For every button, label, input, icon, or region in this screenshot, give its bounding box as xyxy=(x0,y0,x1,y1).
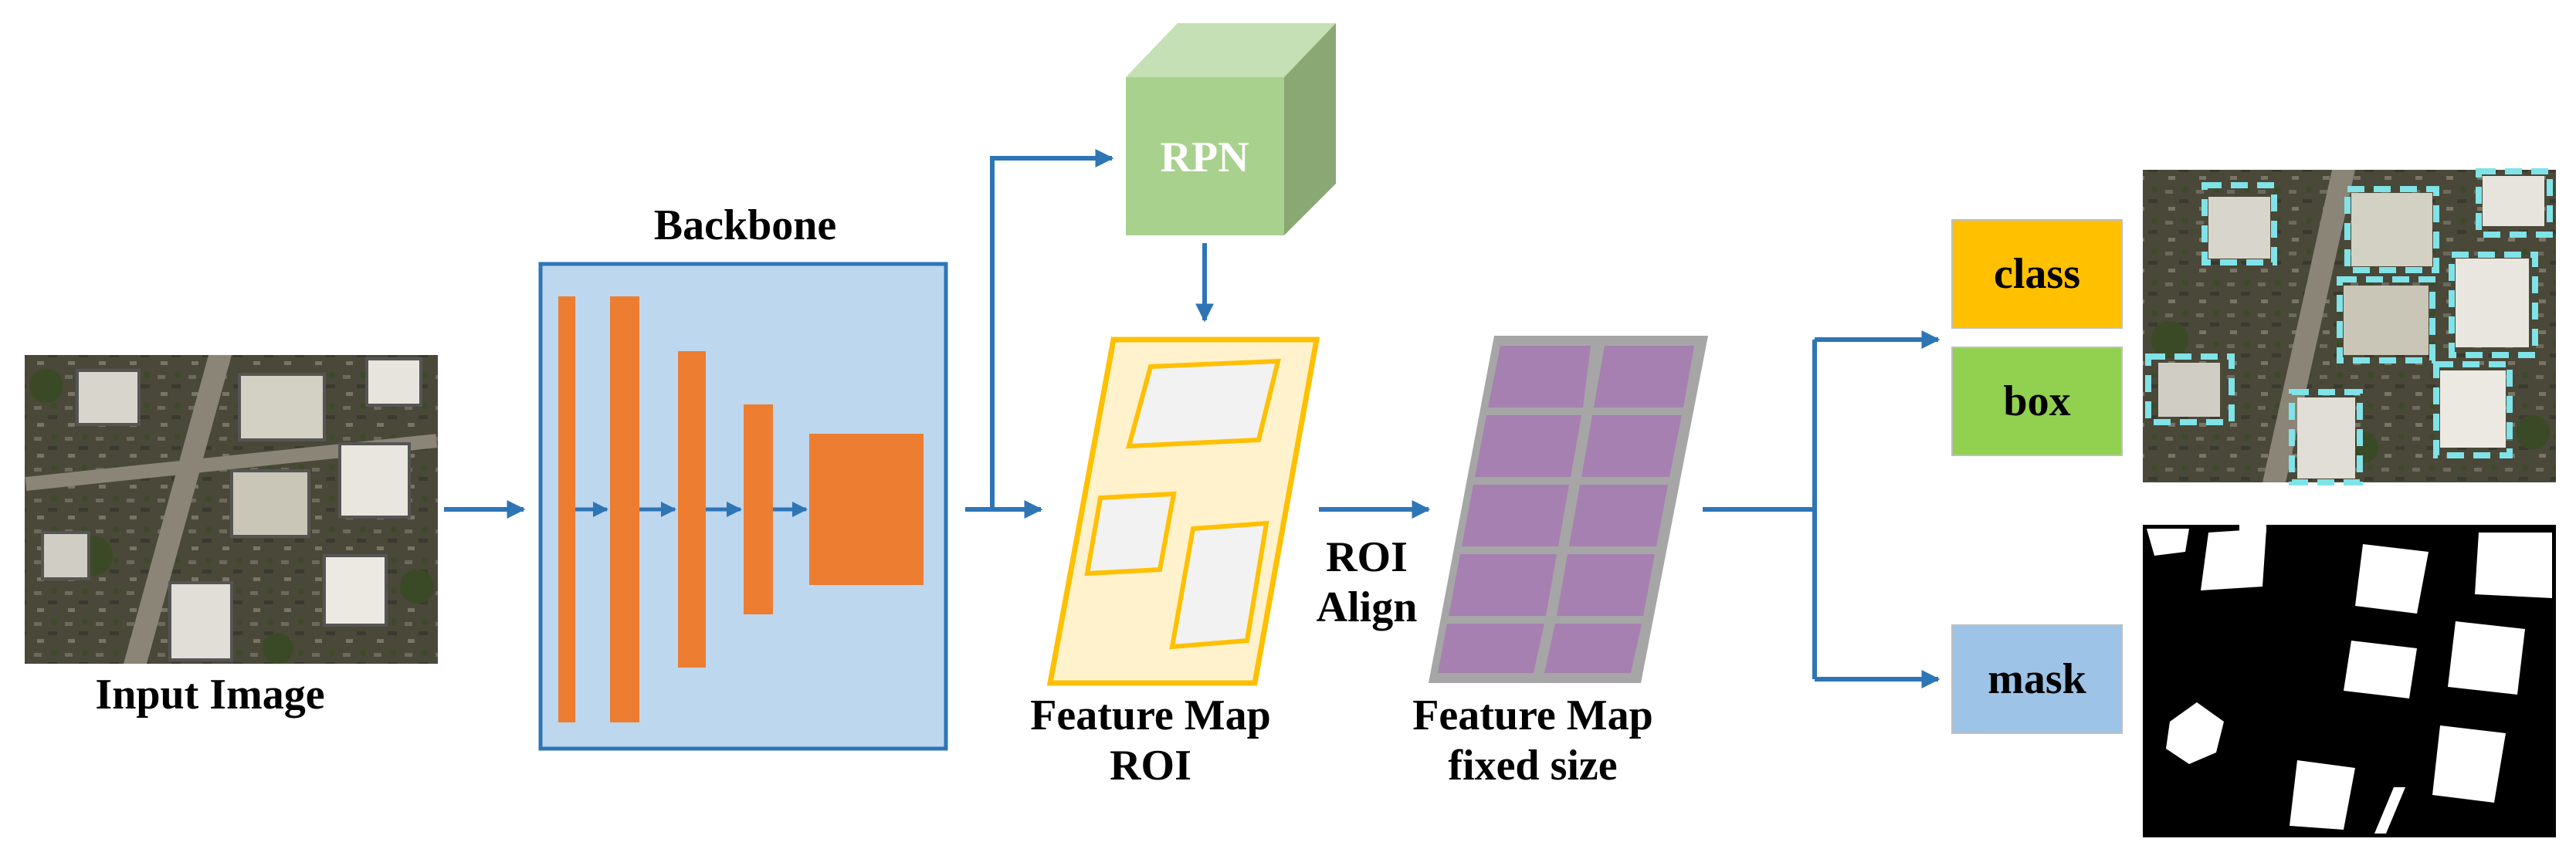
roi-align-label-line2: Align xyxy=(1317,583,1418,631)
feature-map-roi xyxy=(1046,336,1320,686)
fixed-cell xyxy=(1594,346,1694,408)
input-image xyxy=(25,355,438,664)
backbone-label: Backbone xyxy=(654,201,837,249)
roi-region-1 xyxy=(1126,358,1281,449)
feature-map-fixed-label-line1: Feature Map xyxy=(1412,692,1653,739)
backbone-block xyxy=(538,262,948,751)
fixed-cell xyxy=(1557,554,1655,616)
mask-head xyxy=(1951,624,2123,734)
feature-map-fixed-label-line2: fixed size xyxy=(1448,742,1617,790)
roi-region-2 xyxy=(1084,491,1177,577)
mask-output-image xyxy=(2143,525,2556,837)
backbone-layer-1 xyxy=(558,296,575,722)
backbone-layer-4 xyxy=(744,404,773,614)
class-head-label: class xyxy=(1994,250,2080,298)
fixed-cell xyxy=(1544,624,1642,673)
rpn-cube xyxy=(1126,23,1336,235)
feature-map-roi-label-line2: ROI xyxy=(1110,742,1191,790)
detection-boxes xyxy=(2145,168,2553,485)
mask-head-label: mask xyxy=(1988,655,2086,703)
arrow-backbone-to-rpn xyxy=(990,149,1114,509)
fixed-cell xyxy=(1449,554,1557,616)
class-head xyxy=(1951,219,2123,329)
roi-align-label-line1: ROI xyxy=(1326,533,1408,581)
box-head-label: box xyxy=(2003,377,2070,425)
fixed-cell xyxy=(1569,485,1668,546)
backbone-layer-5 xyxy=(809,434,924,585)
box-head xyxy=(1951,347,2123,456)
roi-region-3 xyxy=(1169,520,1269,650)
fixed-cell xyxy=(1462,485,1569,546)
feature-map-roi-label-line1: Feature Map xyxy=(1030,692,1271,739)
backbone-layer-3 xyxy=(678,351,706,668)
rpn-label: RPN xyxy=(1160,134,1249,181)
detection-output-image xyxy=(2143,168,2556,485)
input-image-label: Input Image xyxy=(95,671,324,719)
fixed-cell xyxy=(1581,415,1682,477)
fixed-cell xyxy=(1475,415,1581,477)
feature-map-fixed-size xyxy=(1429,336,1708,683)
fixed-cell xyxy=(1488,346,1591,408)
fixed-cell xyxy=(1438,624,1544,673)
backbone-layer-2 xyxy=(610,296,639,722)
